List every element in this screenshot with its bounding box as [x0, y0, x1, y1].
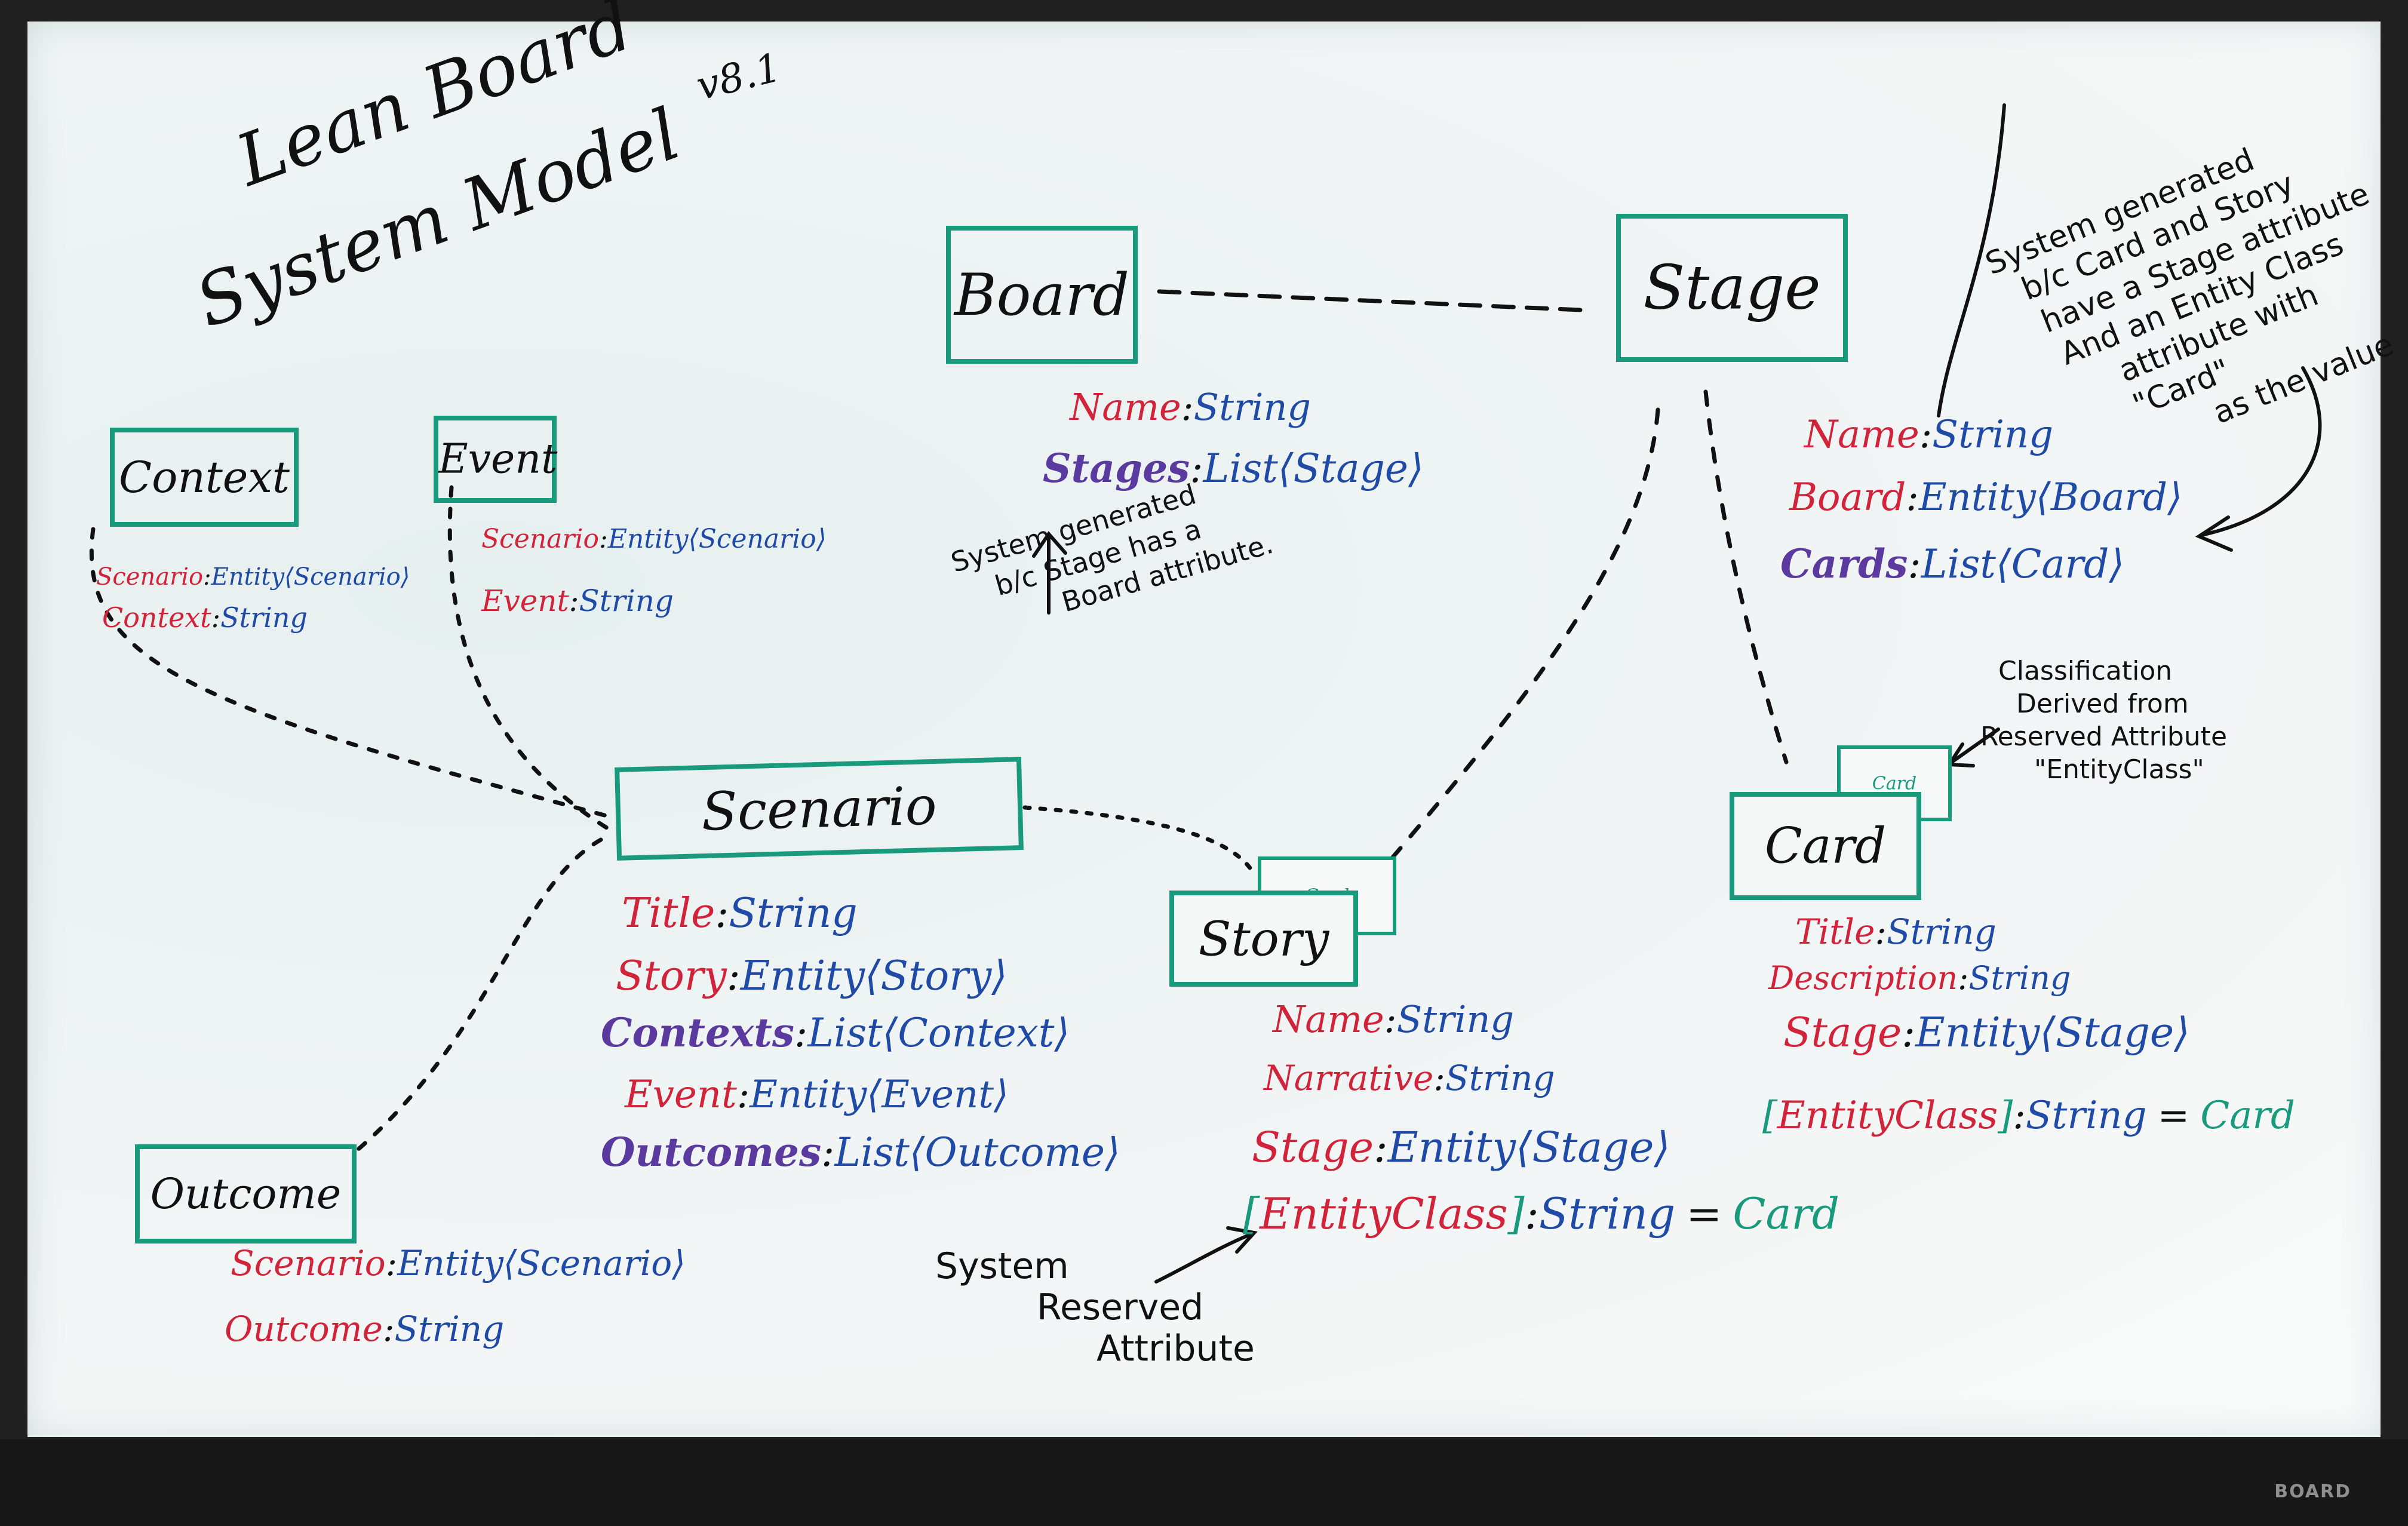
card-reserved-entityclass: [EntityClass]:String=Card — [1762, 1094, 2295, 1138]
card-attr-description: Description:String — [1768, 959, 2071, 997]
arrow-top-right-note-head — [2195, 515, 2233, 552]
scenario-attr-outcomes: Outcomes:List⟨Outcome⟩ — [601, 1129, 1120, 1175]
entity-event-label: Event — [438, 435, 558, 483]
stage-attr-board: Board:Entity⟨Board⟩ — [1789, 475, 2183, 520]
arrow-stages-note-head — [1032, 531, 1067, 558]
classification-note: Classification Derived from Reserved Att… — [1980, 656, 2228, 785]
scenario-attr-title: Title:String — [622, 890, 858, 937]
divider-line — [1937, 103, 2006, 417]
scenario-attr-story: Story:Entity⟨Story⟩ — [616, 953, 1008, 1000]
scenario-attr-event: Event:Entity⟨Event⟩ — [625, 1073, 1009, 1117]
brand-logo: BOARD — [2274, 1481, 2351, 1502]
context-attr-context: Context:String — [102, 601, 308, 634]
arrow-reserved-note — [1154, 1232, 1254, 1284]
entity-scenario-label: Scenario — [701, 775, 938, 843]
arrow-top-right-note — [2200, 366, 2322, 537]
link-board-stage — [1157, 289, 1583, 312]
outcome-attr-scenario: Scenario:Entity⟨Scenario⟩ — [231, 1243, 686, 1284]
entity-board-label: Board — [954, 261, 1129, 328]
entity-stage-box: Stage — [1616, 214, 1848, 362]
entity-outcome-label: Outcome — [150, 1169, 342, 1218]
link-event-scenario — [447, 485, 609, 830]
link-stage-story — [1339, 407, 1660, 920]
whiteboard-tray — [0, 1439, 2408, 1526]
relationship-lines — [89, 103, 2322, 1284]
story-attr-narrative: Narrative:String — [1264, 1058, 1555, 1098]
scenario-attr-contexts: Contexts:List⟨Context⟩ — [601, 1009, 1070, 1056]
entity-event-box: Event — [434, 416, 557, 503]
entity-board-box: Board — [946, 226, 1138, 364]
link-context-scenario — [89, 527, 609, 818]
entity-card-label: Card — [1764, 818, 1887, 874]
entity-context-box: Context — [110, 428, 299, 527]
entity-stage-label: Stage — [1643, 252, 1821, 324]
outcome-attr-outcome: Outcome:String — [225, 1309, 505, 1349]
story-reserved-entityclass: [EntityClass]:String=Card — [1243, 1189, 1839, 1239]
entity-scenario-box: Scenario — [615, 757, 1024, 861]
entity-story-label: Story — [1198, 911, 1329, 966]
entity-story-box: Story — [1169, 891, 1358, 987]
story-attr-stage: Stage:Entity⟨Stage⟩ — [1252, 1123, 1670, 1172]
entity-context-label: Context — [119, 452, 290, 502]
link-scenario-story — [1022, 805, 1257, 878]
board-attr-name: Name:String — [1070, 385, 1312, 429]
stage-attr-name: Name:String — [1804, 413, 2054, 457]
link-outcome-scenario — [348, 837, 603, 1159]
entity-card-box: Card — [1730, 792, 1921, 900]
arrow-reserved-note-head — [1226, 1226, 1258, 1254]
whiteboard-surface: Lean Board System Model v8.1 Board Name:… — [27, 0, 2398, 1437]
system-reserved-attribute-note: System Reserved Attribute — [935, 1245, 1255, 1370]
board-attr-stages: Stages:List⟨Stage⟩ — [1043, 445, 1424, 492]
event-attr-event: Event:String — [481, 584, 674, 618]
card-attr-title: Title:String — [1795, 911, 1997, 952]
context-attr-scenario: Scenario:Entity⟨Scenario⟩ — [96, 563, 410, 591]
story-attr-name: Name:String — [1273, 997, 1515, 1041]
stage-attr-cards: Cards:List⟨Card⟩ — [1780, 541, 2125, 587]
arrow-classification-note — [1950, 727, 2000, 764]
link-stage-card — [1703, 389, 1789, 764]
card-attr-stage: Stage:Entity⟨Stage⟩ — [1783, 1009, 2190, 1057]
entity-outcome-box: Outcome — [135, 1144, 357, 1243]
event-attr-scenario: Scenario:Entity⟨Scenario⟩ — [481, 524, 827, 554]
